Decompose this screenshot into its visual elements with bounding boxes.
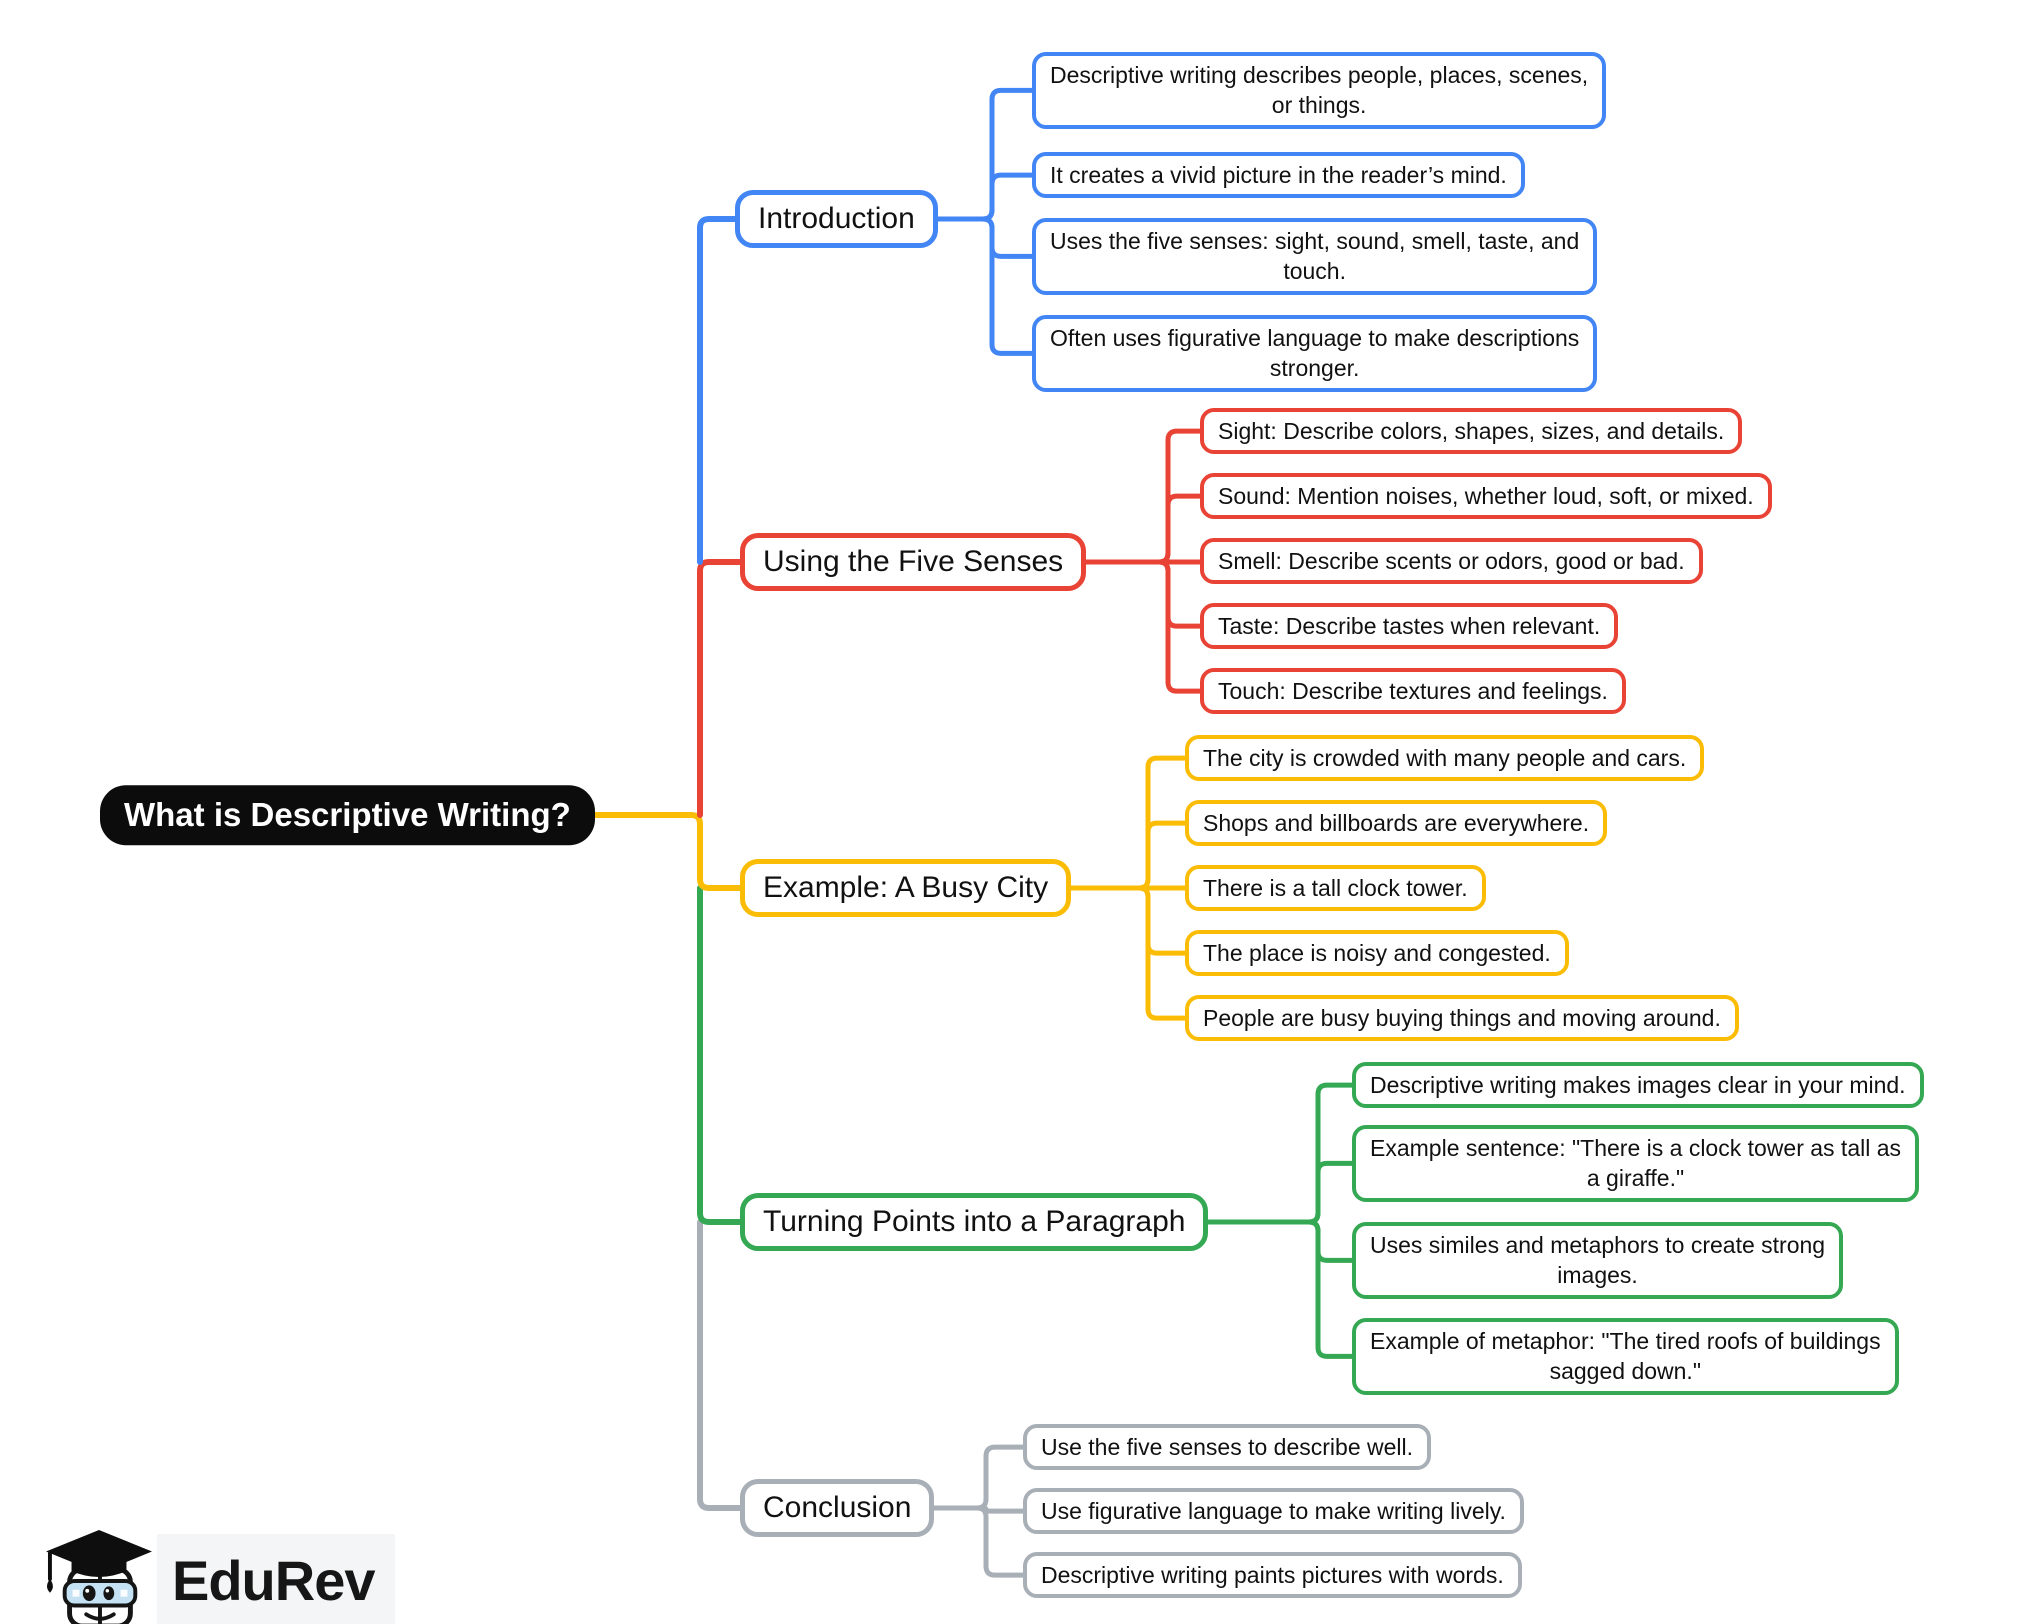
edurev-mascot-icon xyxy=(46,1529,152,1624)
leaf-node-busy-city-1: The city is crowded with many people and… xyxy=(1185,735,1705,782)
leaf-node-busy-city-3: There is a tall clock tower. xyxy=(1185,865,1486,912)
branch-node-conclusion: Conclusion xyxy=(740,1479,935,1537)
leaf-node-introduction-1: Descriptive writing describes people, pl… xyxy=(1032,52,1607,129)
leaf-node-introduction-3: Uses the five senses: sight, sound, smel… xyxy=(1032,218,1598,295)
leaf-node-paragraph-1: Descriptive writing makes images clear i… xyxy=(1352,1062,1924,1109)
leaf-node-busy-city-5: People are busy buying things and moving… xyxy=(1185,995,1739,1042)
leaf-node-conclusion-1: Use the five senses to describe well. xyxy=(1023,1424,1432,1471)
branch-node-busy-city: Example: A Busy City xyxy=(740,859,1072,917)
leaf-node-paragraph-3: Uses similes and metaphors to create str… xyxy=(1352,1222,1844,1299)
branch-node-introduction: Introduction xyxy=(735,190,938,248)
edurev-logo-text: EduRev xyxy=(172,1548,375,1612)
leaf-node-conclusion-2: Use figurative language to make writing … xyxy=(1023,1488,1524,1535)
leaf-node-paragraph-4: Example of metaphor: "The tired roofs of… xyxy=(1352,1318,1899,1395)
branch-node-paragraph: Turning Points into a Paragraph xyxy=(740,1193,1209,1251)
leaf-node-introduction-4: Often uses figurative language to make d… xyxy=(1032,315,1598,392)
leaf-node-five-senses-2: Sound: Mention noises, whether loud, sof… xyxy=(1200,473,1772,520)
leaf-node-five-senses-1: Sight: Describe colors, shapes, sizes, a… xyxy=(1200,408,1743,455)
leaf-node-introduction-2: It creates a vivid picture in the reader… xyxy=(1032,152,1525,199)
leaf-node-busy-city-2: Shops and billboards are everywhere. xyxy=(1185,800,1608,847)
leaf-node-paragraph-2: Example sentence: "There is a clock towe… xyxy=(1352,1125,1920,1202)
branch-node-five-senses: Using the Five Senses xyxy=(740,533,1087,591)
leaf-node-five-senses-5: Touch: Describe textures and feelings. xyxy=(1200,668,1626,715)
edurev-logo: EduRev xyxy=(40,1528,375,1624)
logo-backdrop xyxy=(157,1534,395,1624)
leaf-node-five-senses-3: Smell: Describe scents or odors, good or… xyxy=(1200,538,1703,585)
root-node: What is Descriptive Writing? xyxy=(100,785,595,845)
leaf-node-conclusion-3: Descriptive writing paints pictures with… xyxy=(1023,1552,1522,1599)
leaf-node-five-senses-4: Taste: Describe tastes when relevant. xyxy=(1200,603,1619,650)
leaf-node-busy-city-4: The place is noisy and congested. xyxy=(1185,930,1569,977)
